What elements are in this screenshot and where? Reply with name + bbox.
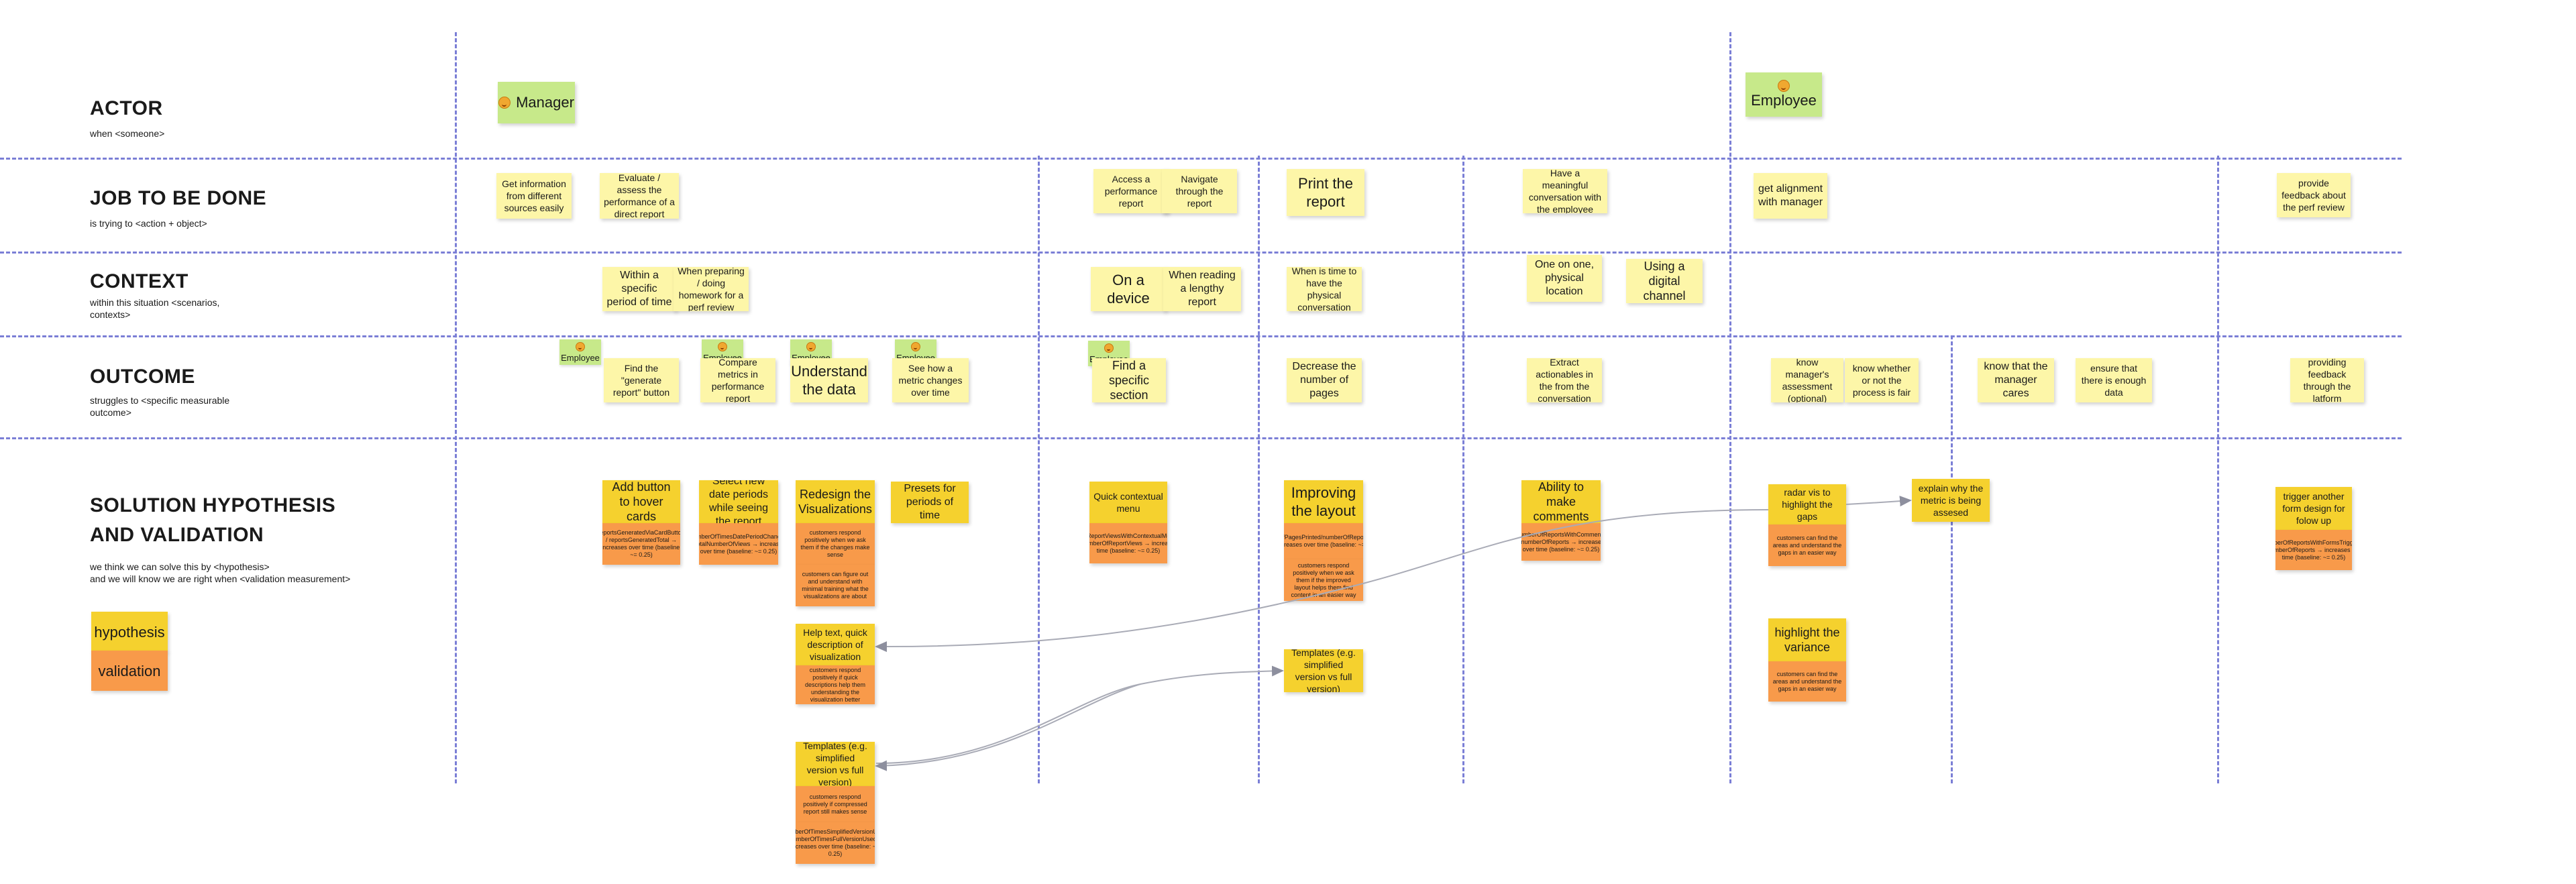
column-divider — [455, 32, 457, 783]
outcome-sticky[interactable]: know manager's assessment (optional) — [1771, 358, 1843, 402]
job-sticky[interactable]: Have a meaningful conversation with the … — [1523, 169, 1607, 213]
outcome-sticky[interactable]: Extract actionables in the from the conv… — [1527, 358, 1602, 402]
smiley-icon — [718, 341, 727, 351]
outcome-sticky[interactable]: providing feedback through the latform — [2290, 358, 2364, 402]
outcome-sticky[interactable]: know whether or not the process is fair — [1845, 358, 1919, 402]
row-subtitle-actor: when <someone> — [90, 128, 165, 139]
context-sticky[interactable]: Within a specific period of time — [602, 267, 676, 311]
hypothesis-sticky[interactable]: Presets for periods of time — [891, 482, 969, 523]
connector-arrow — [1845, 496, 1912, 507]
outcome-sticky[interactable]: Compare metrics in performance report — [700, 358, 775, 402]
job-sticky[interactable]: Get information from different sources e… — [496, 173, 572, 219]
connector-arrow — [875, 665, 1284, 764]
validation-sticky[interactable]: numberOfReportsWithComments / numberOfRe… — [1521, 523, 1601, 561]
context-sticky[interactable]: Using a digital channel — [1626, 259, 1703, 303]
actor-manager[interactable]: Manager — [498, 82, 575, 123]
legend-validation-label: validation — [98, 662, 161, 679]
context-sticky[interactable]: On a device — [1091, 267, 1166, 311]
column-divider — [1462, 156, 1464, 783]
outcome-sticky[interactable]: See how a metric changes over time — [892, 358, 969, 402]
row-divider — [0, 335, 2402, 337]
row-title-outcome: OUTCOME — [90, 366, 195, 388]
validation-sticky[interactable]: customers respond positively when we ask… — [1284, 559, 1363, 601]
hypothesis-sticky[interactable]: Quick contextual menu — [1089, 482, 1167, 523]
row-title-context: CONTEXT — [90, 270, 189, 292]
validation-sticky[interactable]: numberOfTimesSimplifiedVersionUsed / num… — [796, 822, 875, 864]
hypothesis-sticky[interactable]: Templates (e.g. simplified version vs fu… — [1284, 649, 1363, 692]
actor-manager-label: Manager — [516, 94, 574, 111]
hypothesis-sticky[interactable]: explain why the metric is being assesed — [1912, 479, 1990, 522]
row-subtitle-outcome: struggles to <specific measurable outcom… — [90, 395, 230, 418]
actor-employee-label: Employee — [1751, 92, 1817, 109]
row-title-job: JOB TO BE DONE — [90, 187, 267, 209]
column-divider — [1038, 156, 1040, 783]
validation-sticky[interactable]: numberOfTimesDatePeriodChanged / totalNu… — [699, 523, 778, 565]
validation-sticky[interactable]: numberOfReportViewsWithContextualMenuAct… — [1089, 523, 1167, 563]
validation-sticky[interactable]: numberOfReportsWithFormsTriggered / numb… — [2275, 530, 2352, 570]
hypothesis-sticky[interactable]: trigger another form design for folow up — [2275, 487, 2352, 530]
employee-badge: Employee — [559, 339, 601, 365]
job-sticky[interactable]: Access a performance report — [1093, 169, 1169, 213]
job-sticky[interactable]: Print the report — [1287, 169, 1364, 216]
actor-employee[interactable]: Employee — [1746, 72, 1822, 117]
hypothesis-sticky[interactable]: Ability to make comments — [1521, 480, 1601, 523]
row-subtitle-job: is trying to <action + object> — [90, 218, 207, 229]
column-divider — [1258, 156, 1260, 783]
validation-sticky[interactable]: customers respond positively when we ask… — [796, 523, 875, 565]
context-sticky[interactable]: One on one, physical location — [1527, 255, 1602, 302]
outcome-sticky[interactable]: Understand the data — [790, 358, 868, 402]
outcome-sticky[interactable]: Find the "generate report" button — [604, 358, 679, 402]
hypothesis-sticky[interactable]: Redesign the Visualizations — [796, 480, 875, 523]
job-sticky[interactable]: Navigate through the report — [1162, 169, 1237, 213]
validation-sticky[interactable]: customers can find the areas and underst… — [1768, 661, 1846, 702]
validation-sticky[interactable]: customers respond positively if compress… — [796, 786, 875, 822]
hypothesis-sticky[interactable]: Templates (e.g. simplified version vs fu… — [796, 742, 875, 786]
outcome-sticky[interactable]: Find a specific section — [1092, 358, 1166, 402]
context-sticky[interactable]: When reading a lengthy report — [1163, 267, 1241, 311]
column-divider — [1951, 335, 1953, 783]
job-sticky[interactable]: provide feedback about the perf review — [2277, 173, 2351, 217]
outcome-sticky[interactable]: ensure that there is enough data — [2076, 358, 2152, 402]
hypothesis-sticky[interactable]: highlight the variance — [1768, 618, 1846, 661]
legend-validation[interactable]: validation — [91, 651, 168, 691]
row-divider — [0, 437, 2402, 439]
context-sticky[interactable]: When preparing / doing homework for a pe… — [674, 267, 749, 311]
job-sticky[interactable]: get alignment with manager — [1754, 173, 1827, 219]
validation-sticky[interactable]: customers can find the areas and underst… — [1768, 524, 1846, 566]
smiley-icon — [498, 97, 511, 109]
connector-arrow — [875, 683, 1141, 771]
smiley-icon — [1104, 343, 1114, 353]
validation-sticky[interactable]: numberOfPagesPrinted/numberOfReportsPrin… — [1284, 523, 1363, 559]
legend-hypothesis-label: hypothesis — [94, 623, 165, 641]
row-subtitle-context: within this situation <scenarios, contex… — [90, 297, 220, 320]
legend-hypothesis[interactable]: hypothesis — [91, 612, 168, 652]
row-divider — [0, 158, 2402, 160]
row-subtitle-solution-1: we think we can solve this by <hypothesi… — [90, 561, 270, 572]
smiley-icon — [806, 341, 816, 351]
hypothesis-sticky[interactable]: Help text, quick description of visualiz… — [796, 624, 875, 665]
column-divider — [2217, 156, 2219, 783]
row-title-actor: ACTOR — [90, 97, 163, 119]
validation-sticky[interactable]: customers can figure out and understand … — [796, 565, 875, 606]
hypothesis-sticky[interactable]: Add button to hover cards — [602, 480, 680, 523]
row-divider — [0, 252, 2402, 254]
smiley-icon — [1778, 80, 1790, 92]
validation-sticky[interactable]: customers respond positively if quick de… — [796, 665, 875, 704]
hypothesis-sticky[interactable]: Improving the layout — [1284, 480, 1363, 523]
hypothesis-sticky[interactable]: radar vis to highlight the gaps — [1768, 484, 1846, 524]
column-divider — [1729, 32, 1731, 783]
hypothesis-sticky[interactable]: Select new date periods while seeing the… — [699, 480, 778, 523]
validation-sticky[interactable]: reportsGeneratedViaCardButton / reportsG… — [602, 523, 680, 565]
outcome-sticky[interactable]: Decrease the number of pages — [1287, 358, 1362, 402]
row-title-solution-1: SOLUTION HYPOTHESIS — [90, 494, 336, 516]
outcome-sticky[interactable]: know that the manager cares — [1978, 358, 2054, 402]
smiley-icon — [576, 341, 585, 351]
row-subtitle-solution-2: and we will know we are right when <vali… — [90, 573, 351, 584]
job-sticky[interactable]: Evaluate / assess the performance of a d… — [600, 173, 679, 219]
context-sticky[interactable]: When is time to have the physical conver… — [1287, 267, 1362, 311]
row-title-solution-2: AND VALIDATION — [90, 524, 264, 546]
smiley-icon — [911, 341, 920, 351]
